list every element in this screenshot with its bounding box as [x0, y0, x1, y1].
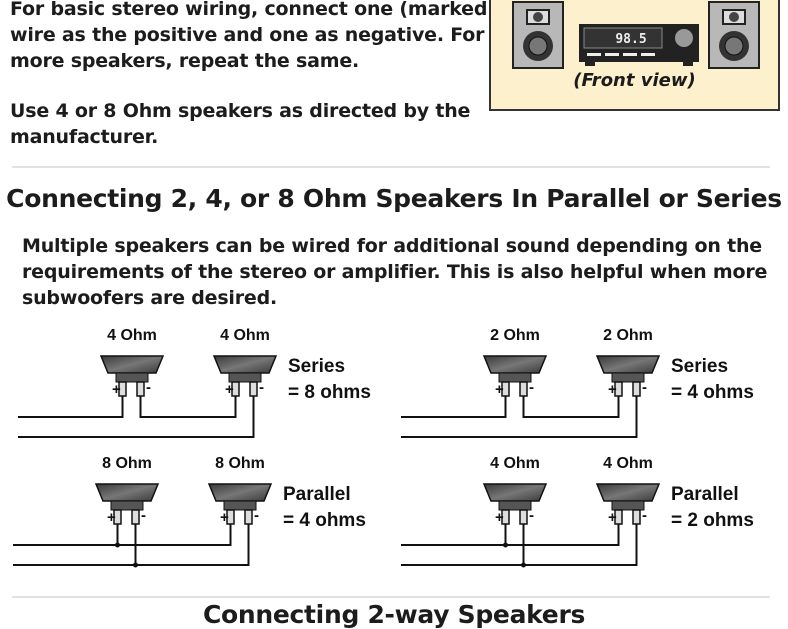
speaker-icon: 4 Ohm + - — [99, 327, 165, 398]
svg-text:-: - — [254, 507, 259, 524]
intro-line: wire as the positive and one as negative… — [10, 24, 485, 46]
speaker-icon: 4 Ohm + - — [482, 455, 548, 526]
config-title: Series — [671, 356, 728, 377]
intro-line: For basic stereo wiring, connect one (ma… — [10, 0, 496, 20]
junction-dot — [115, 542, 120, 548]
intro-line: more speakers, repeat the same. — [10, 50, 360, 72]
svg-text:+: + — [608, 509, 617, 526]
receiver-display: 98.5 — [615, 32, 646, 47]
config-title: Parallel — [671, 484, 739, 505]
section-line: requirements of the stereo or amplifier.… — [22, 261, 768, 283]
wire — [522, 396, 620, 418]
junction-dot — [521, 562, 526, 568]
svg-text:+: + — [220, 509, 229, 526]
svg-text:+: + — [495, 381, 504, 398]
svg-text:+: + — [225, 381, 234, 398]
config-result: = 2 ohms — [671, 510, 754, 531]
section-heading: Connecting 2-way Speakers — [202, 600, 586, 629]
speaker-icon: 8 Ohm + - — [94, 455, 160, 526]
wire — [401, 396, 638, 438]
wire — [401, 524, 620, 546]
junction-dot — [503, 542, 508, 548]
svg-text:+: + — [107, 509, 116, 526]
speaker-icon: 2 Ohm + - — [595, 327, 661, 398]
speaker-right-icon — [708, 1, 760, 69]
svg-text:-: - — [642, 507, 647, 524]
speaker-rating: 4 Ohm — [490, 455, 540, 472]
svg-text:-: - — [146, 379, 151, 396]
wire — [139, 396, 237, 418]
speaker-left-icon — [512, 1, 564, 69]
svg-text:-: - — [529, 507, 534, 524]
junction-dot — [133, 562, 138, 568]
speaker-icon: 4 Ohm + - — [595, 455, 661, 526]
speaker-icon: 2 Ohm + - — [482, 327, 548, 398]
illustration-caption: (Front view) — [573, 70, 696, 91]
svg-text:+: + — [112, 381, 121, 398]
wire — [401, 524, 638, 566]
receiver-icon: 98.5 — [579, 24, 699, 66]
speaker-rating: 4 Ohm — [107, 327, 157, 344]
config-result: = 8 ohms — [288, 382, 371, 403]
divider — [12, 596, 770, 598]
speaker-rating: 2 Ohm — [603, 327, 653, 344]
speaker-rating: 2 Ohm — [490, 327, 540, 344]
svg-text:-: - — [642, 379, 647, 396]
speaker-rating: 8 Ohm — [215, 455, 265, 472]
section-line: Multiple speakers can be wired for addit… — [22, 235, 762, 257]
speaker-icon: 4 Ohm + - — [212, 327, 278, 398]
stereo-illustration: 98.5 (Front view) — [489, 0, 780, 111]
wire — [18, 396, 124, 418]
divider — [12, 166, 770, 168]
config-title: Series — [288, 356, 345, 377]
note-line: Use 4 or 8 Ohm speakers as directed by t… — [10, 100, 471, 122]
speaker-icon: 8 Ohm + - — [207, 455, 273, 526]
config-result: = 4 ohms — [671, 382, 754, 403]
section-line: subwoofers are desired. — [22, 287, 278, 309]
svg-text:-: - — [141, 507, 146, 524]
speaker-rating: 8 Ohm — [102, 455, 152, 472]
svg-text:+: + — [495, 509, 504, 526]
svg-text:+: + — [608, 381, 617, 398]
speaker-rating: 4 Ohm — [603, 455, 653, 472]
note-line: manufacturer. — [10, 126, 159, 148]
svg-text:-: - — [259, 379, 264, 396]
config-result: = 4 ohms — [283, 510, 366, 531]
speaker-rating: 4 Ohm — [220, 327, 270, 344]
section-heading: Connecting 2, 4, or 8 Ohm Speakers In Pa… — [6, 184, 782, 213]
wire — [401, 396, 507, 418]
wire — [13, 524, 250, 566]
svg-text:-: - — [529, 379, 534, 396]
wire — [13, 524, 232, 546]
wire — [18, 396, 255, 438]
config-title: Parallel — [283, 484, 351, 505]
